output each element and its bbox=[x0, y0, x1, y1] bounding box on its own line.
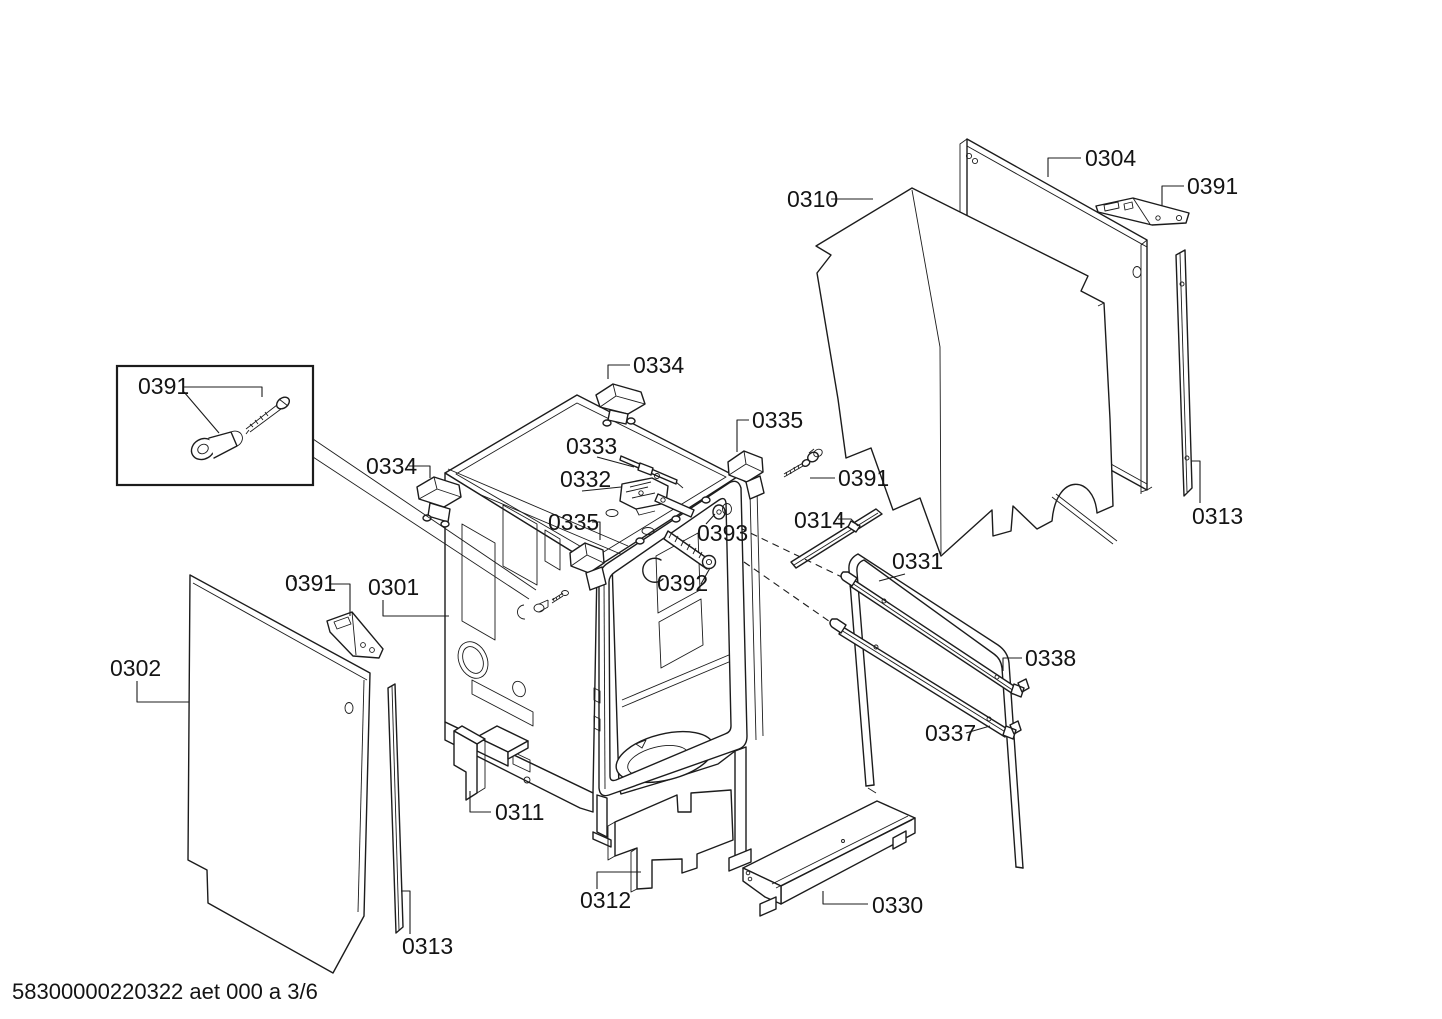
callout-0391-top-right: 0391 bbox=[1187, 173, 1238, 199]
callout-0310: 0310 bbox=[787, 186, 838, 212]
callout-leader-lines bbox=[136, 157, 1201, 934]
callout-0334-left: 0334 bbox=[366, 453, 417, 479]
part-insulation-sheet-0310 bbox=[815, 187, 1118, 557]
callout-0331: 0331 bbox=[892, 548, 943, 574]
callout-0335-right: 0335 bbox=[752, 407, 803, 433]
part-latch-0332 bbox=[619, 477, 695, 518]
part-rack-and-rollers bbox=[663, 503, 732, 570]
callout-0330: 0330 bbox=[872, 892, 923, 918]
part-bracket-0391-top-right bbox=[1095, 197, 1190, 226]
part-bracket-0334-left bbox=[416, 476, 462, 528]
callout-0393: 0393 bbox=[697, 520, 748, 546]
part-hook-0392 bbox=[642, 557, 664, 583]
part-bracket-0335-right bbox=[727, 450, 765, 500]
part-base-channel-0330 bbox=[742, 800, 916, 917]
part-foam-blocks-0311 bbox=[453, 725, 529, 801]
document-number-footer: 58300000220322 aet 000 a 3/6 bbox=[12, 979, 318, 1004]
callout-0302: 0302 bbox=[110, 655, 161, 681]
callout-0301: 0301 bbox=[368, 574, 419, 600]
callout-0391-left: 0391 bbox=[285, 570, 336, 596]
callout-0314: 0314 bbox=[794, 507, 845, 533]
callout-0313-right: 0313 bbox=[1192, 503, 1243, 529]
part-rail-0314 bbox=[790, 508, 883, 569]
callout-labels: 0304 0391 0310 0313 0334 0335 0333 0332 … bbox=[110, 145, 1243, 959]
roller-0393 bbox=[712, 504, 726, 520]
part-spring-strip-0333 bbox=[619, 455, 684, 489]
callout-0337: 0337 bbox=[925, 720, 976, 746]
roller-0392 bbox=[701, 554, 717, 570]
detail-box-0391 bbox=[115, 364, 537, 600]
callout-0392: 0392 bbox=[657, 570, 708, 596]
callout-0311: 0311 bbox=[495, 799, 544, 825]
part-strip-0313-left bbox=[387, 683, 404, 934]
part-strip-0313-right bbox=[1175, 249, 1193, 497]
callout-0391-middle: 0391 bbox=[838, 465, 889, 491]
part-bracket-0391-left bbox=[326, 611, 384, 659]
callout-0304: 0304 bbox=[1085, 145, 1136, 171]
part-bracket-0334-top bbox=[595, 383, 646, 427]
part-side-panel-0302 bbox=[187, 574, 371, 974]
part-rail-0337 bbox=[829, 618, 1022, 740]
assembly-dash-line-lower bbox=[743, 561, 837, 627]
callout-0332: 0332 bbox=[560, 466, 611, 492]
part-bottom-insulation-0312 bbox=[607, 789, 734, 893]
part-screw-0391-middle bbox=[783, 448, 823, 478]
callout-0333: 0333 bbox=[566, 433, 617, 459]
assembly-dash-line-upper bbox=[739, 527, 847, 580]
callout-0313-bottom: 0313 bbox=[402, 933, 453, 959]
part-rail-0338 bbox=[840, 571, 1030, 698]
part-bracket-0335-left bbox=[569, 542, 607, 591]
callout-0391-box: 0391 bbox=[138, 373, 189, 399]
callout-0335-left: 0335 bbox=[548, 509, 599, 535]
callout-0334-top: 0334 bbox=[633, 352, 684, 378]
callout-0312: 0312 bbox=[580, 887, 631, 913]
callout-0338: 0338 bbox=[1025, 645, 1076, 671]
